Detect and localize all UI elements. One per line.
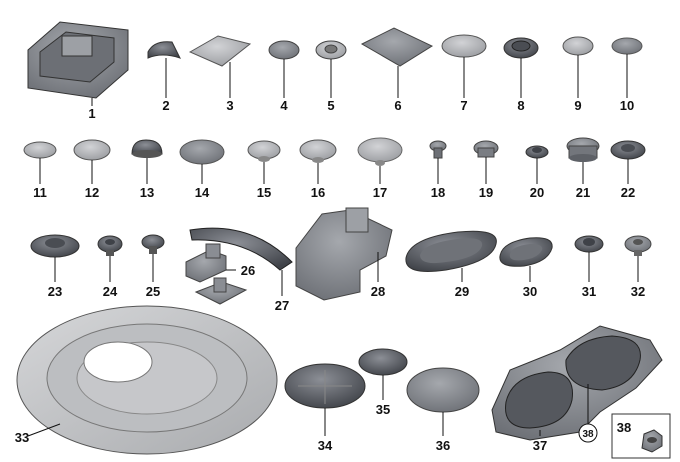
callout-36: 36: [436, 438, 450, 453]
part-32: [624, 235, 652, 282]
callout-12: 12: [85, 185, 99, 200]
part-9: [562, 36, 594, 98]
callout-16: 16: [311, 185, 325, 200]
part-4: [268, 40, 300, 98]
callout-22: 22: [621, 185, 635, 200]
part-23: [30, 234, 80, 282]
part-7: [441, 34, 487, 98]
callout-34: 34: [318, 438, 333, 453]
part-8: [503, 37, 539, 98]
part-11: [23, 141, 57, 184]
part-6: [360, 27, 434, 98]
part-15: [247, 140, 281, 184]
callout-33: 33: [15, 430, 29, 445]
part-20: [525, 145, 549, 184]
callout-35: 35: [376, 402, 390, 417]
callout-27: 27: [275, 298, 289, 313]
part-35: [358, 348, 408, 400]
part-12: [73, 139, 111, 184]
callout-6: 6: [394, 98, 401, 113]
callout-11: 11: [33, 185, 47, 200]
part-28: [295, 207, 393, 301]
callout-17: 17: [373, 185, 387, 200]
part-16: [299, 139, 337, 184]
callout-31: 31: [582, 284, 596, 299]
part-30: [499, 237, 553, 282]
part-37: [491, 325, 663, 441]
callout-18: 18: [431, 185, 445, 200]
part-22: [610, 140, 646, 184]
callout-21: 21: [576, 185, 590, 200]
callout-3: 3: [226, 98, 233, 113]
callout-1: 1: [88, 106, 95, 121]
callout-9: 9: [574, 98, 581, 113]
callout-15: 15: [257, 185, 271, 200]
part-31: [574, 235, 604, 282]
part-38-callout: [578, 384, 598, 443]
part-5: [315, 40, 347, 98]
callout-19: 19: [479, 185, 493, 200]
part-21: [566, 137, 600, 184]
callout-38-circled: 38: [582, 429, 594, 440]
callout-29: 29: [455, 284, 469, 299]
callout-24: 24: [103, 284, 118, 299]
callout-10: 10: [620, 98, 634, 113]
part-17: [357, 137, 403, 184]
part-13: [131, 139, 163, 184]
legend-callout: 38: [617, 420, 631, 435]
part-25: [141, 234, 165, 282]
callout-7: 7: [460, 98, 467, 113]
callout-5: 5: [327, 98, 334, 113]
part-10: [611, 37, 643, 98]
part-24: [97, 235, 123, 282]
callout-28: 28: [371, 284, 385, 299]
part-3: [188, 35, 252, 98]
callout-20: 20: [530, 185, 544, 200]
callout-26: 26: [241, 263, 255, 278]
callout-37: 37: [533, 438, 547, 453]
part-34: [284, 363, 366, 436]
callout-8: 8: [517, 98, 524, 113]
callout-23: 23: [48, 284, 62, 299]
part-36: [406, 367, 480, 436]
part-29: [405, 230, 497, 282]
part-18: [429, 140, 447, 184]
callout-14: 14: [195, 185, 210, 200]
part-26: [185, 243, 248, 305]
callout-30: 30: [523, 284, 537, 299]
part-2: [147, 41, 181, 98]
legend-box: [611, 413, 671, 459]
part-27: [189, 227, 293, 296]
part-33: [16, 305, 278, 455]
callout-32: 32: [631, 284, 645, 299]
callout-13: 13: [140, 185, 154, 200]
part-1: [27, 21, 129, 106]
callout-25: 25: [146, 284, 160, 299]
part-14: [179, 139, 225, 184]
part-19: [473, 140, 499, 184]
callout-2: 2: [162, 98, 169, 113]
callout-4: 4: [280, 98, 288, 113]
